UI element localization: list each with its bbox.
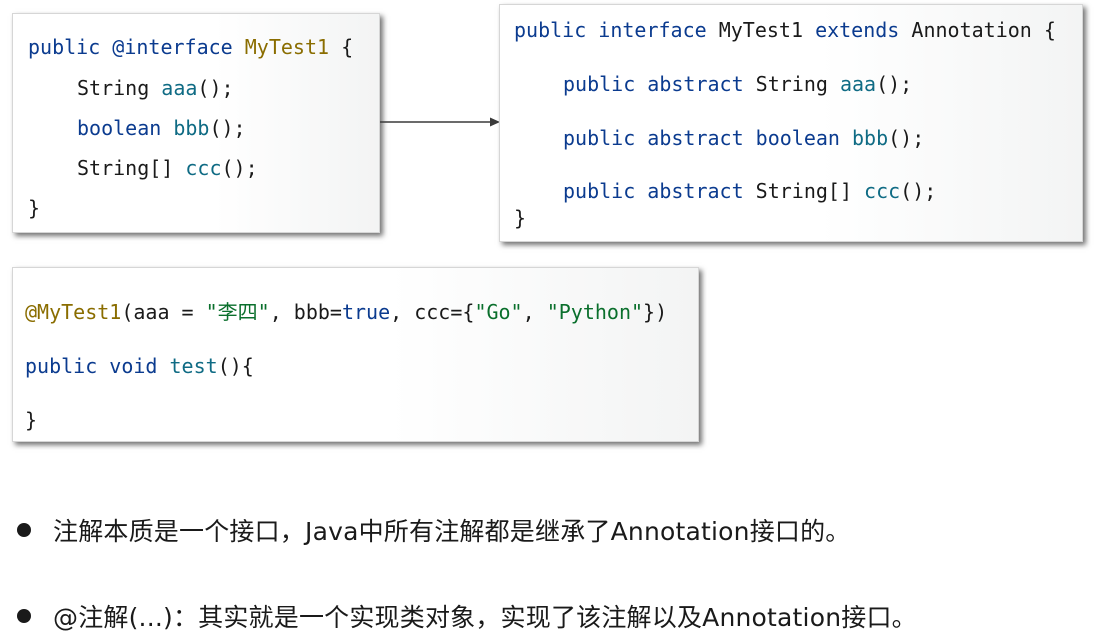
- bullet-text: 注解本质是一个接口，Java中所有注解都是继承了Annotation接口的。: [53, 517, 851, 546]
- code-line: public @interface MyTest1 {: [28, 35, 353, 59]
- brace: }: [25, 408, 38, 432]
- string-literal: "Go": [474, 300, 523, 324]
- keyword: true: [341, 300, 391, 324]
- keyword: public: [514, 18, 587, 42]
- punctuation: ();: [900, 179, 937, 203]
- punctuation: ();: [209, 116, 246, 140]
- type: boolean: [755, 126, 840, 150]
- method-name: test: [169, 354, 218, 378]
- code-line: boolean bbb();: [77, 116, 246, 140]
- code-text: (aaa =: [121, 300, 206, 324]
- code-line: public void test(){: [25, 354, 254, 378]
- code-line: }: [25, 408, 37, 432]
- code-line: @MyTest1(aaa = "李四", bbb=true, ccc={"Go"…: [25, 300, 667, 324]
- keyword: public: [563, 126, 636, 150]
- keyword: extends: [815, 18, 900, 42]
- punctuation: (){: [217, 354, 254, 378]
- brace: {: [1043, 18, 1056, 42]
- method-name: bbb: [173, 116, 210, 140]
- punctuation: ();: [876, 72, 913, 96]
- type: String: [755, 72, 828, 96]
- punctuation: ();: [197, 76, 234, 100]
- keyword: interface: [598, 18, 707, 42]
- keyword: abstract: [647, 179, 744, 203]
- bullet-dot-icon: [17, 609, 31, 623]
- annotation-name: @MyTest1: [25, 300, 122, 324]
- code-text: ,: [522, 300, 547, 324]
- method-name: aaa: [161, 76, 198, 100]
- compiled-interface-code-box: public interface MyTest1 extends Annotat…: [499, 4, 1083, 242]
- code-line: }: [514, 206, 526, 230]
- arrow-right-icon: [380, 117, 500, 127]
- keyword: public: [563, 179, 636, 203]
- type: String: [77, 76, 150, 100]
- string-literal: "Python": [546, 300, 644, 324]
- keyword: @interface: [112, 35, 233, 59]
- type: String[]: [755, 179, 852, 203]
- bullet-text: @注解(...)：其实就是一个实现类对象，实现了该注解以及Annotation接…: [53, 603, 917, 632]
- code-line: public interface MyTest1 extends Annotat…: [514, 18, 1056, 42]
- type: boolean: [77, 116, 162, 140]
- annotation-definition-code-box: public @interface MyTest1 { String aaa()…: [12, 13, 380, 233]
- bullet-item: 注解本质是一个接口，Java中所有注解都是继承了Annotation接口的。: [17, 510, 851, 550]
- keyword: abstract: [647, 72, 744, 96]
- code-text: , ccc={: [390, 300, 475, 324]
- parent-interface: Annotation: [911, 18, 1032, 42]
- code-text: }): [643, 300, 668, 324]
- interface-name: MyTest1: [718, 18, 804, 42]
- string-literal: "李四": [205, 300, 270, 324]
- code-line: String[] ccc();: [77, 156, 258, 180]
- keyword: public: [563, 72, 636, 96]
- brace: }: [514, 206, 527, 230]
- punctuation: ();: [221, 156, 258, 180]
- code-line: public abstract boolean bbb();: [563, 126, 924, 150]
- brace: {: [341, 35, 354, 59]
- method-name: ccc: [185, 156, 222, 180]
- annotation-usage-code-box: @MyTest1(aaa = "李四", bbb=true, ccc={"Go"…: [12, 267, 699, 442]
- method-name: aaa: [839, 72, 877, 96]
- keyword: void: [109, 354, 158, 378]
- type: String[]: [77, 156, 174, 180]
- bullet-dot-icon: [17, 523, 31, 537]
- keyword: abstract: [647, 126, 744, 150]
- code-line: public abstract String[] ccc();: [563, 179, 936, 203]
- code-line: }: [28, 196, 40, 220]
- method-name: bbb: [852, 126, 889, 150]
- bullet-item: @注解(...)：其实就是一个实现类对象，实现了该注解以及Annotation接…: [17, 596, 917, 636]
- keyword: public: [28, 35, 101, 59]
- code-line: public abstract String aaa();: [563, 72, 912, 96]
- method-name: ccc: [864, 179, 901, 203]
- code-line: String aaa();: [77, 76, 234, 100]
- code-text: , bbb=: [269, 300, 342, 324]
- annotation-name: MyTest1: [244, 35, 330, 59]
- brace: }: [28, 196, 41, 220]
- punctuation: ();: [888, 126, 925, 150]
- keyword: public: [25, 354, 98, 378]
